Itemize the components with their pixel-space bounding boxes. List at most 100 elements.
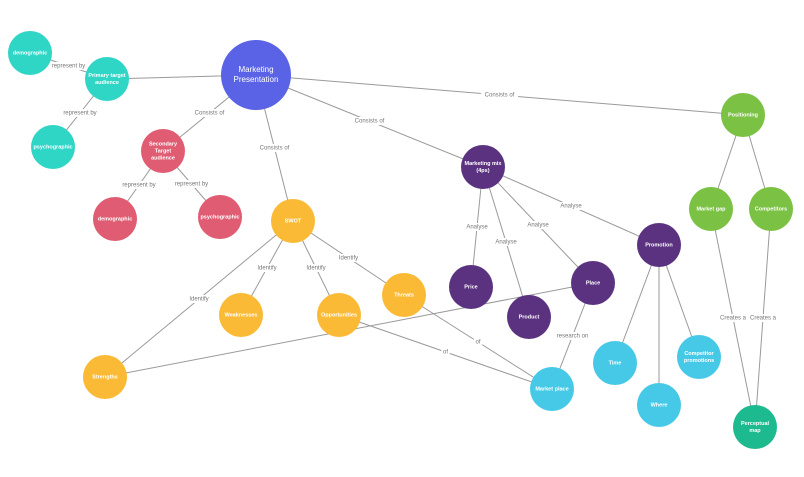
node-label: Marketing mix xyxy=(465,161,503,167)
edge-label: Identify xyxy=(339,256,358,262)
node-circle xyxy=(141,129,185,173)
edge-label: of xyxy=(443,350,448,356)
node-label: Threats xyxy=(394,292,414,298)
node-circle xyxy=(677,335,721,379)
node-weaknesses[interactable]: Weaknesses xyxy=(219,293,263,337)
node-label: (4ps) xyxy=(476,168,489,174)
edge-label: Identify xyxy=(306,266,325,272)
edge-label-bg xyxy=(185,295,213,303)
node-label: Secondary xyxy=(149,141,178,147)
node-label: Market place xyxy=(535,386,568,392)
node-positioning[interactable]: Positioning xyxy=(721,93,765,137)
edge-label: Identify xyxy=(189,297,208,303)
node-label: psychographic xyxy=(200,214,239,220)
edge-label-bg xyxy=(253,264,281,272)
node-circle xyxy=(449,265,493,309)
edge-label-bg xyxy=(493,238,519,246)
node-circle xyxy=(198,195,242,239)
node-product[interactable]: Product xyxy=(507,295,551,339)
node-circle xyxy=(382,273,426,317)
node-label: promotions xyxy=(684,358,714,364)
node-circle xyxy=(85,57,129,101)
node-circle xyxy=(749,187,793,231)
node-label: Competitor xyxy=(684,351,714,357)
edge-label-bg xyxy=(255,144,294,152)
node-circle xyxy=(83,355,127,399)
node-competitors[interactable]: Competitors xyxy=(749,187,793,231)
node-threats[interactable]: Threats xyxy=(382,273,426,317)
node-circle xyxy=(317,293,361,337)
node-strengths[interactable]: Strengths xyxy=(83,355,127,399)
node-circle xyxy=(271,199,315,243)
node-label: Presentation xyxy=(234,75,279,84)
edge-label: research on xyxy=(557,334,589,340)
edge-label: Consists of xyxy=(355,119,385,125)
edge-label: represent by xyxy=(122,183,155,189)
node-psychographic-1[interactable]: psychographic xyxy=(31,125,75,169)
edge-label-bg xyxy=(190,109,229,117)
node-circle xyxy=(507,295,551,339)
node-label: Promotion xyxy=(645,242,673,248)
node-label: Primary target xyxy=(88,73,125,79)
edge-label-bg xyxy=(334,254,363,262)
node-demographic-1[interactable]: demographic xyxy=(8,31,52,75)
node-where[interactable]: Where xyxy=(637,383,681,427)
edge-label: Creates a xyxy=(720,316,747,322)
edge-label: Creates a xyxy=(750,316,777,322)
edge-label: Identify xyxy=(257,266,276,272)
node-opportunities[interactable]: Opportunities xyxy=(317,293,361,337)
node-circle xyxy=(593,341,637,385)
node-circle xyxy=(93,197,137,241)
node-label: Product xyxy=(519,314,540,320)
edge-label-bg xyxy=(171,180,212,188)
edge-label-bg xyxy=(48,62,89,70)
node-market-gap[interactable]: Market gap xyxy=(689,187,733,231)
node-place[interactable]: Place xyxy=(571,261,615,305)
edge-label: Consists of xyxy=(195,111,225,117)
edge-label-bg xyxy=(302,264,330,272)
edge-label: represent by xyxy=(52,64,85,70)
node-marketing-mix[interactable]: Marketing mix(4ps) xyxy=(461,145,505,189)
node-promotion[interactable]: Promotion xyxy=(637,223,681,267)
edge-label-bg xyxy=(350,117,389,125)
node-label: audience xyxy=(95,80,119,86)
node-swot[interactable]: SWOT xyxy=(271,199,315,243)
node-label: Perceptual xyxy=(741,421,770,427)
node-price[interactable]: Price xyxy=(449,265,493,309)
node-circle xyxy=(733,405,777,449)
node-label: demographic xyxy=(13,50,48,56)
node-label: SWOT xyxy=(285,218,302,224)
node-label: Price xyxy=(464,284,477,290)
edge-label: Consists of xyxy=(485,93,515,99)
edge-label-bg xyxy=(717,314,749,322)
node-label: psychographic xyxy=(33,144,72,150)
node-demographic-2[interactable]: demographic xyxy=(93,197,137,241)
node-label: Time xyxy=(609,360,622,366)
edge-label-bg xyxy=(118,181,160,189)
node-circle xyxy=(221,40,291,110)
edge-label-bg xyxy=(525,221,551,229)
edge-label: Analyse xyxy=(466,225,488,231)
node-time[interactable]: Time xyxy=(593,341,637,385)
edge-label-bg xyxy=(553,332,592,340)
edge-label-bg xyxy=(558,202,584,210)
node-circle xyxy=(721,93,765,137)
edge-label-bg xyxy=(441,348,450,356)
edge-label: Consists of xyxy=(260,146,290,152)
node-circle xyxy=(461,145,505,189)
node-label: audience xyxy=(151,155,175,161)
node-label: Competitors xyxy=(755,206,787,212)
edge-label: of xyxy=(475,340,480,346)
node-label: Place xyxy=(586,280,600,286)
node-psychographic-2[interactable]: psychographic xyxy=(198,195,242,239)
node-market-place[interactable]: Market place xyxy=(530,367,574,411)
edge-label: Analyse xyxy=(560,204,582,210)
